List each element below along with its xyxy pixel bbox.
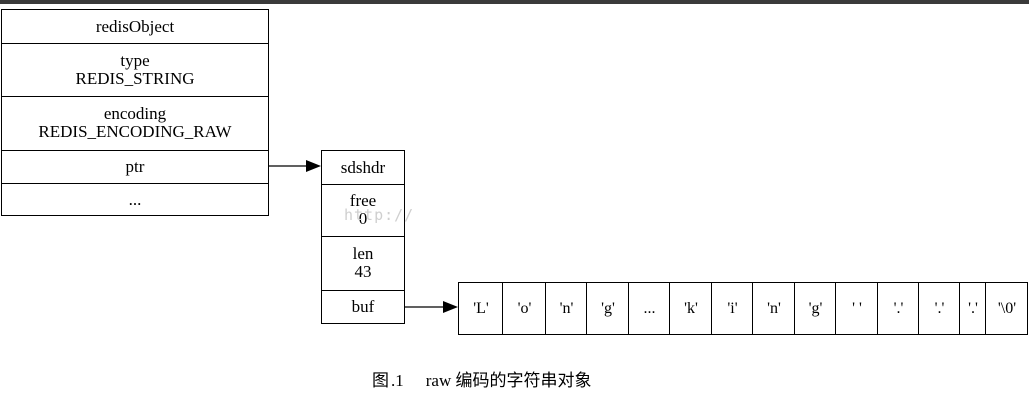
figure-number: .1 — [391, 371, 404, 390]
sdshdr-title-cell: sdshdr — [322, 151, 404, 184]
free-field-cell: free 0 — [322, 184, 404, 236]
buf-cell-divider — [835, 283, 836, 334]
buf-char-cell: 'i' — [727, 299, 738, 317]
type-value: REDIS_STRING — [75, 68, 195, 88]
buf-char-cell: 'k' — [684, 299, 698, 317]
buf-cell-divider — [711, 283, 712, 334]
buf-cell-divider — [545, 283, 546, 334]
redis-object-struct: redisObject type REDIS_STRING encoding R… — [1, 9, 269, 216]
top-border-bar — [0, 0, 1029, 4]
sdshdr-title: sdshdr — [340, 157, 386, 177]
ptr-field-cell: ptr — [2, 150, 268, 183]
buf-cell-divider — [794, 283, 795, 334]
buf-field-cell: buf — [322, 290, 404, 324]
watermark-text: http:// — [344, 206, 415, 224]
buf-char-cell: '.' — [934, 299, 945, 317]
buf-char-cell: '.' — [893, 299, 904, 317]
buf-char-cell: 'o' — [517, 299, 532, 317]
ptr-arrow — [269, 160, 321, 172]
figure-caption: 图.1 raw 编码的字符串对象 — [372, 366, 591, 391]
buf-cell-divider — [752, 283, 753, 334]
free-label: free — [349, 191, 377, 210]
len-field-cell: len 43 — [322, 236, 404, 290]
buf-char-cell: 'n' — [559, 299, 574, 317]
buf-cell-divider — [628, 283, 629, 334]
redis-object-title-cell: redisObject — [2, 10, 268, 43]
more-fields-cell: ... — [2, 183, 268, 216]
len-label: len — [352, 244, 374, 263]
buf-cell-divider — [985, 283, 986, 334]
buf-char-cell: ... — [643, 299, 656, 317]
type-field-cell: type REDIS_STRING — [2, 43, 268, 96]
ptr-label: ptr — [125, 156, 145, 176]
free-value: 0 — [358, 209, 368, 228]
buf-char-cell: 'g' — [808, 299, 823, 317]
len-value: 43 — [354, 262, 372, 281]
redis-object-title: redisObject — [95, 16, 175, 36]
buf-cell-divider — [959, 283, 960, 334]
buf-char-cell: 'g' — [601, 299, 615, 317]
encoding-field-cell: encoding REDIS_ENCODING_RAW — [2, 96, 268, 150]
buf-label: buf — [351, 297, 375, 316]
buf-cell-divider — [918, 283, 919, 334]
encoding-label: encoding — [103, 104, 167, 123]
buf-char-array: 'L' 'o' 'n' 'g'... 'k' 'i' 'n' 'g' ' ' '.' '.' '.' '… — [458, 282, 1028, 335]
encoding-value: REDIS_ENCODING_RAW — [38, 122, 232, 141]
buf-char-cell: 'L' — [473, 299, 489, 317]
buf-char-cell: '\0' — [997, 299, 1017, 317]
buf-char-cell: '.' — [968, 299, 978, 317]
buf-cell-divider — [669, 283, 670, 334]
type-label: type — [120, 50, 150, 70]
buf-cell-divider — [502, 283, 503, 334]
caption-text: raw 编码的字符串对象 — [425, 371, 592, 390]
figure-label: 图 — [372, 371, 389, 390]
buf-char-cell: 'n' — [767, 299, 781, 317]
sdshdr-struct: sdshdr free 0 len 43 buf — [321, 150, 405, 324]
buf-arrow — [405, 301, 458, 313]
buf-cell-divider — [877, 283, 878, 334]
buf-cell-divider — [586, 283, 587, 334]
buf-char-cell: ' ' — [852, 299, 862, 317]
more-fields-label: ... — [128, 189, 142, 209]
